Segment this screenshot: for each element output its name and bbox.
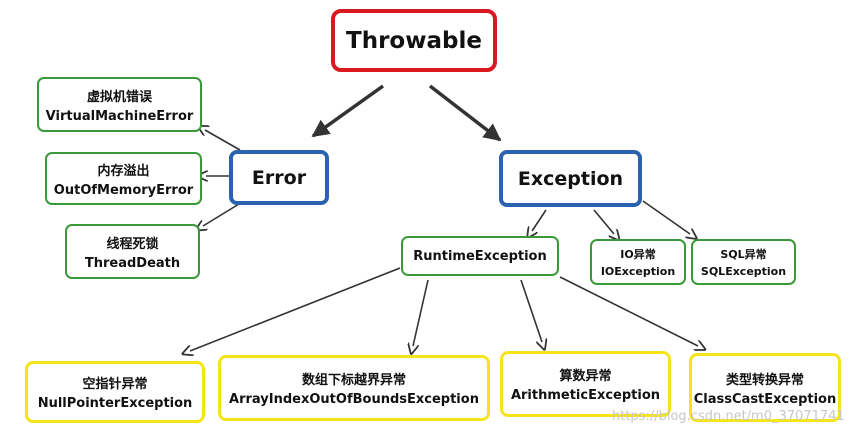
node-label-en: ThreadDeath: [84, 255, 181, 271]
arrow-runtime-arith: [520, 279, 542, 342]
node-array-index-out-of-bounds-exception: 数组下标越界异常 ArrayIndexOutOfBoundsException: [218, 355, 490, 421]
arrow-runtime-npe: [190, 267, 401, 351]
node-out-of-memory-error: 内存溢出 OutOfMemoryError: [45, 152, 202, 205]
node-label-en: NullPointerException: [37, 396, 193, 411]
node-label-en: OutOfMemoryError: [53, 182, 194, 198]
node-label-cn: 数组下标越界异常: [301, 373, 406, 388]
node-label-cn: SQL异常: [720, 248, 767, 261]
node-virtual-machine-error: 虚拟机错误 VirtualMachineError: [37, 77, 202, 132]
node-throwable: Throwable: [331, 9, 497, 72]
node-label-cn: 算数异常: [559, 369, 612, 384]
node-label-en: IOException: [600, 265, 676, 278]
arrow-throwable-exception: [428, 84, 502, 142]
node-label-en: ArrayIndexOutOfBoundsException: [229, 392, 479, 407]
arrow-runtime-aioobe: [413, 279, 429, 346]
node-error: Error: [229, 150, 329, 205]
node-label-cn: 虚拟机错误: [86, 89, 152, 105]
arrow-exception-runtime: [532, 209, 547, 231]
node-label: RuntimeException: [413, 248, 547, 264]
watermark-url: https://blog.csdn.net/m0_37071741: [612, 409, 845, 424]
node-exception: Exception: [499, 150, 642, 207]
node-label-cn: 线程死锁: [106, 236, 159, 252]
arrow-error-vme: [205, 130, 241, 151]
node-label-en: SQLException: [700, 265, 787, 278]
node-label-en: VirtualMachineError: [45, 108, 194, 124]
node-label: Throwable: [346, 27, 482, 54]
node-arithmetic-exception: 算数异常 ArithmeticException: [500, 351, 671, 417]
arrow-exception-io: [593, 209, 614, 234]
arrow-runtime-cce: [559, 276, 698, 346]
arrow-throwable-error: [311, 84, 385, 138]
node-runtime-exception: RuntimeException: [401, 236, 559, 276]
node-label-cn: IO异常: [620, 248, 656, 261]
node-label: Exception: [517, 167, 624, 190]
node-label-cn: 类型转换异常: [725, 372, 804, 388]
node-label-en: ArithmeticException: [510, 388, 661, 403]
node-thread-death: 线程死锁 ThreadDeath: [65, 224, 200, 279]
node-io-exception: IO异常 IOException: [590, 239, 686, 285]
node-class-cast-exception: 类型转换异常 ClassCastException: [689, 353, 841, 422]
node-label-en: ClassCastException: [693, 391, 837, 407]
arrow-error-thread: [203, 203, 240, 226]
node-label: Error: [251, 166, 307, 189]
node-label-cn: 空指针异常: [82, 377, 148, 392]
arrow-exception-sql: [642, 200, 690, 234]
node-sql-exception: SQL异常 SQLException: [691, 239, 796, 285]
node-label-cn: 内存溢出: [97, 163, 150, 179]
node-null-pointer-exception: 空指针异常 NullPointerException: [25, 361, 205, 423]
